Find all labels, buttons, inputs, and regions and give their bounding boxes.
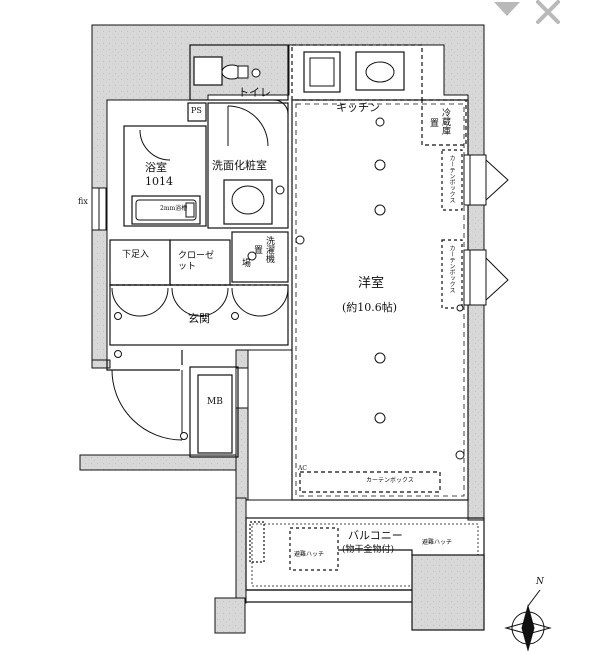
laundry-area-label: 場 — [240, 258, 250, 267]
bath-note: 2mm浴槽 — [160, 205, 188, 212]
room-label-western-size: (約10.6帖) — [342, 301, 398, 314]
balcony-note: (物干金物付) — [342, 545, 395, 555]
room-label-mb: MB — [207, 397, 223, 407]
room-label-bath: 浴室 — [145, 161, 167, 174]
interior-walls — [106, 44, 485, 631]
windows — [91, 154, 509, 306]
ps-label: PS — [191, 106, 202, 115]
toilet-icon — [221, 64, 249, 80]
light-fixtures — [114, 68, 465, 460]
fridge-label: 冷蔵庫 — [440, 108, 450, 135]
fridge-mark: 置 — [428, 118, 438, 127]
expand-button[interactable] — [487, 0, 527, 22]
compass-north-label: N — [536, 577, 544, 587]
laundry-mark: 置 — [252, 245, 262, 254]
room-label-laundry: 洗濯機 — [264, 236, 274, 263]
room-label-closet: クローゼット — [178, 251, 215, 272]
close-button[interactable] — [528, 0, 568, 26]
close-icon — [536, 0, 560, 24]
curtain-box-label-lower: カーテンボックス — [448, 245, 455, 293]
room-label-kitchen: キッチン — [336, 101, 380, 114]
room-label-entrance: 玄関 — [188, 312, 210, 325]
compass-icon — [504, 589, 552, 651]
evacuation-hatch-label: 避難ハッチ — [294, 551, 325, 558]
room-label-western: 洋室 — [358, 276, 385, 291]
door-swings — [111, 99, 289, 441]
room-label-toilet: トイレ — [238, 86, 271, 99]
lower-walls — [79, 349, 249, 634]
room-label-shoe-storage: 下足入 — [122, 250, 150, 260]
sink-icon — [231, 57, 395, 215]
curtain-box-label-bottom: カーテンボックス — [366, 477, 414, 484]
evacuation-hatch-label-2: 避難ハッチ — [422, 539, 453, 546]
curtain-box-label-upper: カーテンボックス — [448, 155, 455, 203]
bathtub-icon — [135, 199, 197, 221]
ac-label: AC — [298, 465, 307, 472]
room-label-balcony: バルコニー — [348, 529, 403, 542]
room-label-washroom: 洗面化粧室 — [212, 159, 267, 172]
room-label-bath-size: 1014 — [145, 175, 173, 188]
chevron-down-icon — [494, 2, 520, 16]
fix-label: fix — [78, 197, 88, 206]
